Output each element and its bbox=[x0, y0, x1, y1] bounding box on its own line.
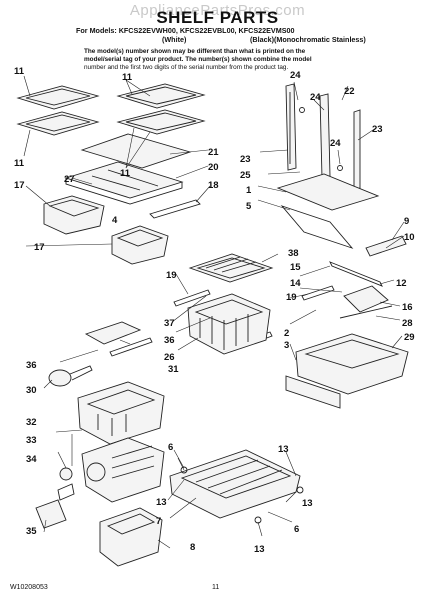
shelf-frame-right bbox=[116, 83, 206, 135]
callout-36: 36 bbox=[26, 360, 37, 371]
callout-13: 13 bbox=[156, 497, 167, 508]
ice-bin-housing bbox=[81, 437, 165, 503]
watermark: AppliancePartsPros.com bbox=[129, 2, 306, 19]
callout-6: 6 bbox=[294, 524, 299, 535]
doc-number: W10208053 bbox=[10, 584, 48, 591]
callout-labels: 11 11 11 11 21 20 18 27 17 17 4 38 19 37… bbox=[14, 66, 415, 555]
callout-27: 27 bbox=[64, 174, 75, 185]
callout-34: 34 bbox=[26, 454, 37, 465]
callout-29: 29 bbox=[404, 332, 415, 343]
wire-basket bbox=[187, 293, 271, 355]
callout-36: 36 bbox=[164, 335, 175, 346]
crisper-drawer-right bbox=[111, 225, 169, 265]
callout-1: 1 bbox=[246, 185, 252, 196]
crisper-cover bbox=[64, 161, 184, 205]
callout-11: 11 bbox=[14, 158, 25, 169]
page-number: 11 bbox=[212, 584, 220, 591]
callout-24: 24 bbox=[310, 92, 321, 103]
auger-gear bbox=[57, 467, 75, 501]
ice-bin bbox=[77, 381, 165, 445]
basket-slide-left bbox=[173, 289, 211, 307]
shelf-bracket-parts bbox=[301, 261, 393, 319]
note-line-3: number and the first two digits of the s… bbox=[84, 64, 289, 71]
callout-6: 6 bbox=[168, 442, 173, 453]
callout-23: 23 bbox=[372, 124, 383, 135]
callout-18: 18 bbox=[208, 180, 219, 191]
callout-20: 20 bbox=[208, 162, 219, 173]
leader-lines bbox=[23, 75, 405, 549]
callout-4: 4 bbox=[112, 215, 118, 226]
callout-8: 8 bbox=[190, 542, 195, 553]
callout-7: 7 bbox=[156, 516, 161, 527]
callout-31: 31 bbox=[168, 364, 179, 375]
callout-16: 16 bbox=[402, 302, 413, 313]
models-line: For Models: KFCS22EVWH00, KFCS22EVBL00, … bbox=[76, 26, 295, 35]
glass-shelf bbox=[80, 133, 192, 169]
callout-28: 28 bbox=[402, 318, 413, 329]
callout-14: 14 bbox=[290, 278, 301, 289]
callout-25: 25 bbox=[240, 170, 251, 181]
deli-pan bbox=[295, 333, 409, 395]
cover-plate bbox=[35, 499, 67, 529]
callout-3: 3 bbox=[284, 340, 289, 351]
wire-rack bbox=[188, 253, 274, 283]
callout-26: 26 bbox=[164, 352, 175, 363]
callout-17: 17 bbox=[34, 242, 45, 253]
callout-2: 2 bbox=[284, 328, 289, 339]
callout-24: 24 bbox=[330, 138, 341, 149]
ice-scoop bbox=[48, 365, 93, 387]
callout-21: 21 bbox=[208, 147, 219, 158]
color-white-label: (White) bbox=[162, 35, 187, 44]
callout-5: 5 bbox=[246, 201, 252, 212]
callout-13: 13 bbox=[254, 544, 265, 555]
callout-9: 9 bbox=[404, 216, 409, 227]
callout-35: 35 bbox=[26, 526, 37, 537]
callout-37: 37 bbox=[164, 318, 175, 329]
drawer-divider bbox=[84, 321, 153, 357]
callout-33: 33 bbox=[26, 435, 37, 446]
freezer-bin bbox=[99, 507, 163, 567]
callout-13: 13 bbox=[302, 498, 313, 509]
callout-10: 10 bbox=[404, 232, 415, 243]
drawer-slide bbox=[149, 199, 201, 219]
callout-24: 24 bbox=[290, 70, 301, 81]
callout-38: 38 bbox=[288, 248, 299, 259]
freezer-wire-basket bbox=[169, 449, 304, 524]
callout-13: 13 bbox=[278, 444, 289, 455]
callout-23: 23 bbox=[240, 154, 251, 165]
callout-19: 19 bbox=[286, 292, 297, 303]
side-rail bbox=[285, 83, 361, 191]
callout-30: 30 bbox=[26, 385, 37, 396]
note-line-2: model/serial tag of your product. The nu… bbox=[84, 56, 312, 63]
page-title: SHELF PARTS bbox=[156, 8, 279, 27]
color-black-ms-label: (Black)(Monochromatic Stainless) bbox=[250, 35, 366, 44]
note-line-1: The model(s) number shown may be differe… bbox=[84, 48, 306, 55]
callout-17: 17 bbox=[14, 180, 25, 191]
pan-cover bbox=[285, 375, 341, 409]
callout-22: 22 bbox=[344, 86, 355, 97]
callout-11: 11 bbox=[14, 66, 25, 77]
crisper-drawer-left bbox=[43, 195, 105, 235]
callout-11: 11 bbox=[120, 168, 131, 179]
shelf-frame-left bbox=[16, 85, 100, 136]
glass-shelf-right bbox=[276, 173, 380, 249]
callout-12: 12 bbox=[396, 278, 407, 289]
callout-11: 11 bbox=[122, 72, 133, 83]
callout-32: 32 bbox=[26, 417, 37, 428]
callout-15: 15 bbox=[290, 262, 301, 273]
callout-19: 19 bbox=[166, 270, 177, 281]
